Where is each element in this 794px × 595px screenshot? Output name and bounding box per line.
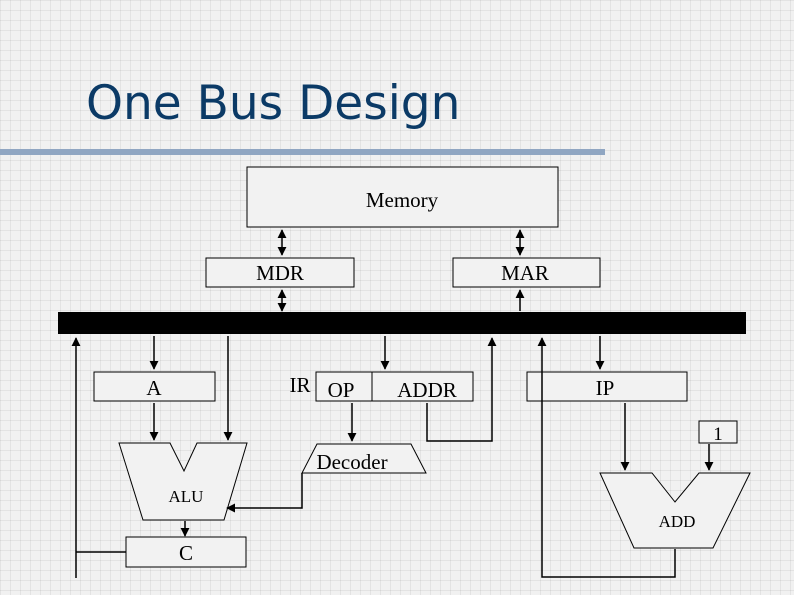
add-bus-feedback: [537, 337, 676, 578]
mdr-label: MDR: [256, 261, 304, 285]
alu-unit: ALU: [118, 442, 248, 521]
alu-label: ALU: [169, 487, 204, 506]
a-register: A: [93, 371, 216, 402]
bus-label: BUS: [381, 312, 422, 336]
a-label: A: [146, 376, 162, 400]
mar-register: MAR: [452, 257, 601, 288]
ir-register: IR OP ADDR: [290, 371, 474, 402]
decoder-label: Decoder: [316, 450, 387, 474]
mdr-register: MDR: [205, 257, 355, 288]
c-label: C: [179, 541, 193, 565]
decoder-unit: Decoder: [301, 443, 427, 474]
ip-label: IP: [596, 376, 615, 400]
ir-addr-label: ADDR: [397, 378, 457, 402]
ir-op-label: OP: [328, 378, 355, 402]
constant-one-label: 1: [713, 424, 723, 445]
memory-label: Memory: [366, 188, 439, 212]
memory-block: Memory: [246, 166, 559, 228]
title-underline: [0, 149, 605, 155]
system-bus: BUS: [58, 312, 746, 336]
ir-label: IR: [290, 373, 311, 397]
c-bus-feedback: [71, 337, 126, 578]
addr-bus-link: [426, 337, 497, 442]
ip-register: IP: [526, 371, 688, 402]
c-register: C: [125, 536, 247, 568]
decoder-alu-control: [226, 473, 303, 513]
add-label: ADD: [659, 512, 696, 531]
add-unit: ADD: [599, 472, 751, 549]
slide-title: One Bus Design: [86, 76, 461, 131]
mar-label: MAR: [501, 261, 549, 285]
constant-one: 1: [698, 420, 738, 445]
